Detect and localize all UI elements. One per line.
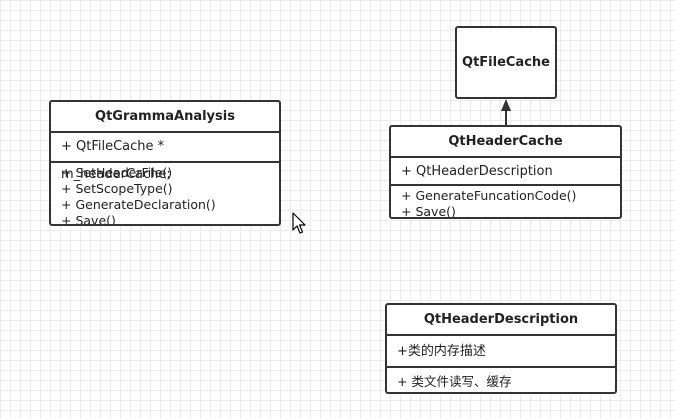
operation-item: + SetScopeType(): [61, 181, 173, 196]
class-qtheaderdescription[interactable]: QtHeaderDescription +类的内存描述 + 类文件读写、缓存: [385, 303, 617, 394]
class-operations: + SetHeaderFile() + SetScopeType() + Gen…: [51, 163, 279, 226]
class-operations: + 类文件读写、缓存: [387, 368, 615, 392]
operation-item: + 类文件读写、缓存: [397, 374, 512, 389]
operation-item: + SetHeaderFile(): [61, 165, 173, 180]
class-operations: + GenerateFuncationCode() + Save(): [391, 186, 620, 219]
class-attributes: + QtFileCache * m_headerCache;: [51, 133, 279, 182]
operation-item: + GenerateDeclaration(): [61, 197, 216, 212]
arrowhead-icon: [501, 99, 511, 111]
class-attributes: +类的内存描述: [387, 336, 615, 368]
operation-item: + GenerateFuncationCode(): [401, 188, 577, 203]
attribute-item: + QtHeaderDescription: [401, 164, 553, 179]
class-qtfilecache[interactable]: QtFileCache: [455, 26, 557, 99]
attribute-item: +类的内存描述: [397, 344, 486, 359]
class-name: QtHeaderDescription: [387, 305, 615, 336]
operation-item: + Save(): [61, 213, 116, 226]
class-name: QtHeaderCache: [391, 127, 620, 158]
mouse-pointer-icon: [292, 212, 306, 234]
operation-item: + Save(): [401, 204, 456, 219]
class-attributes: + QtHeaderDescription: [391, 158, 620, 186]
class-qtgrammaanalysis[interactable]: QtGrammaAnalysis + QtFileCache * m_heade…: [49, 100, 281, 226]
attribute-item: + QtFileCache * m_headerCache;: [61, 139, 171, 182]
class-qtheadercache[interactable]: QtHeaderCache + QtHeaderDescription + Ge…: [389, 125, 622, 219]
class-name: QtFileCache: [462, 55, 550, 70]
class-name: QtGrammaAnalysis: [51, 102, 279, 133]
